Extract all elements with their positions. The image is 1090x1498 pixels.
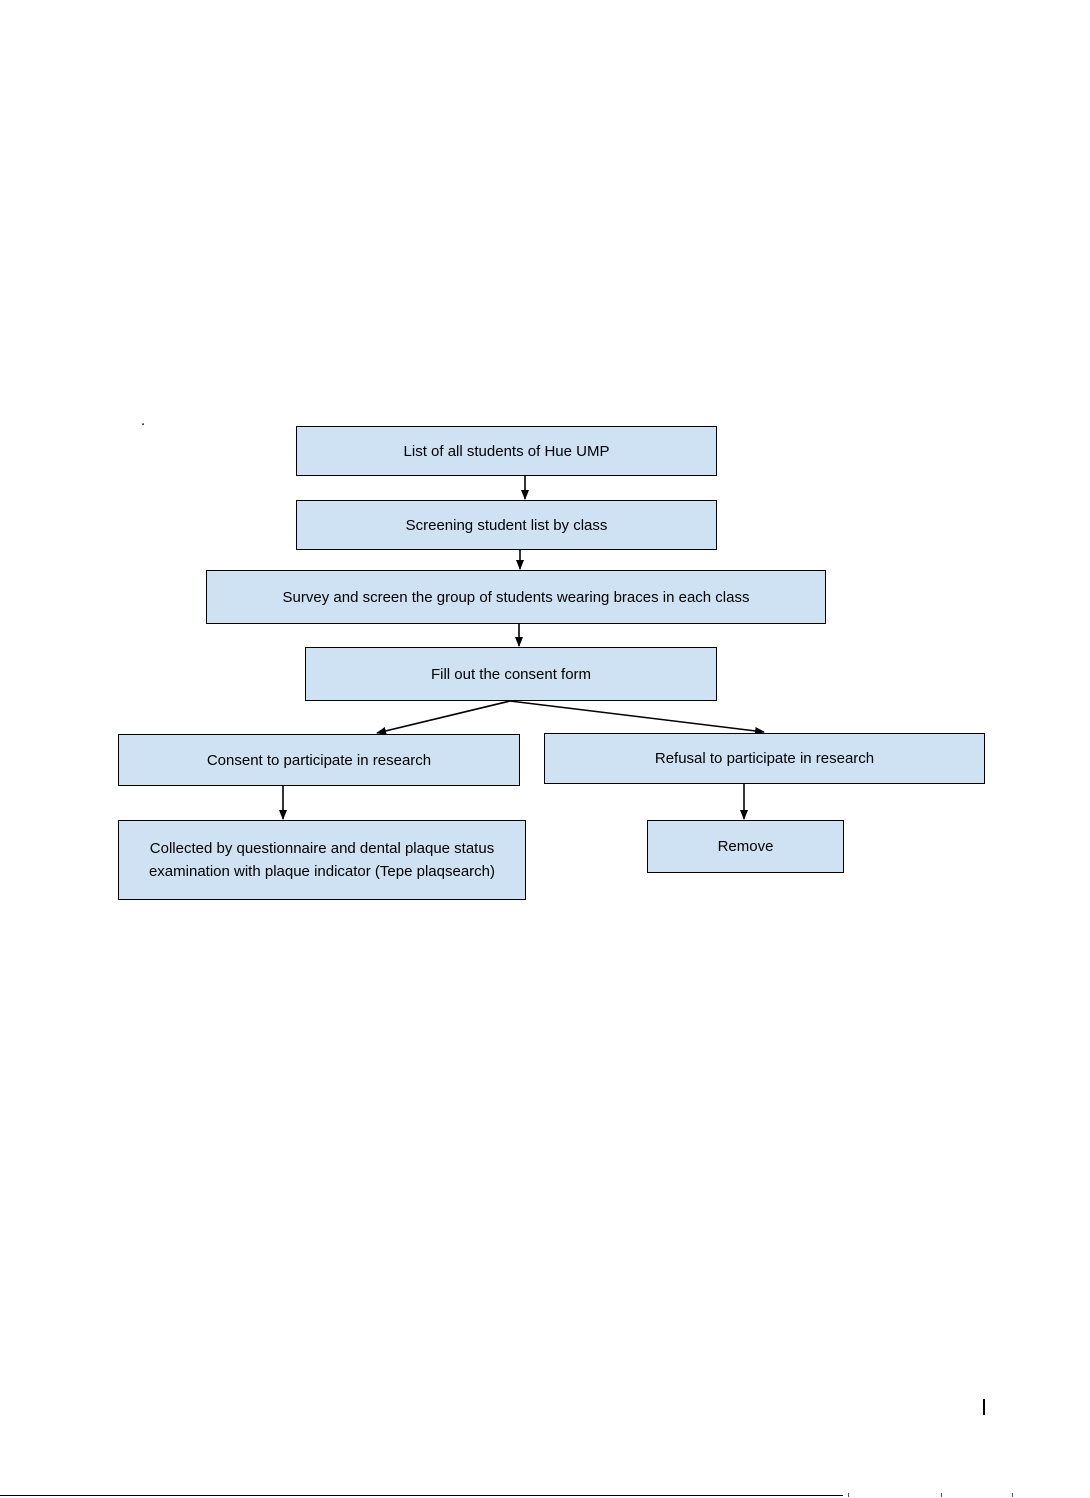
node-list-all-students: List of all students of Hue UMP <box>296 426 717 476</box>
arrow-consent-form-to-refusal <box>509 700 765 735</box>
footer-tick <box>941 1493 942 1497</box>
node-screening-student-list: Screening student list by class <box>296 500 717 550</box>
node-refusal-to-participate: Refusal to participate in research <box>544 733 985 784</box>
node-fill-consent-form: Fill out the consent form <box>305 647 717 701</box>
node-remove: Remove <box>647 820 844 873</box>
footer-tick <box>848 1493 849 1497</box>
node-collected-by-questionnaire: Collected by questionnaire and dental pl… <box>118 820 526 900</box>
stray-mark: . <box>141 412 146 429</box>
node-survey-and-screen: Survey and screen the group of students … <box>206 570 826 624</box>
footer-rule <box>0 1495 843 1496</box>
arrow-consent-form-to-consent <box>376 700 511 735</box>
page-margin-mark <box>983 1399 985 1415</box>
node-consent-to-participate: Consent to participate in research <box>118 734 520 786</box>
footer-tick <box>1012 1493 1013 1497</box>
